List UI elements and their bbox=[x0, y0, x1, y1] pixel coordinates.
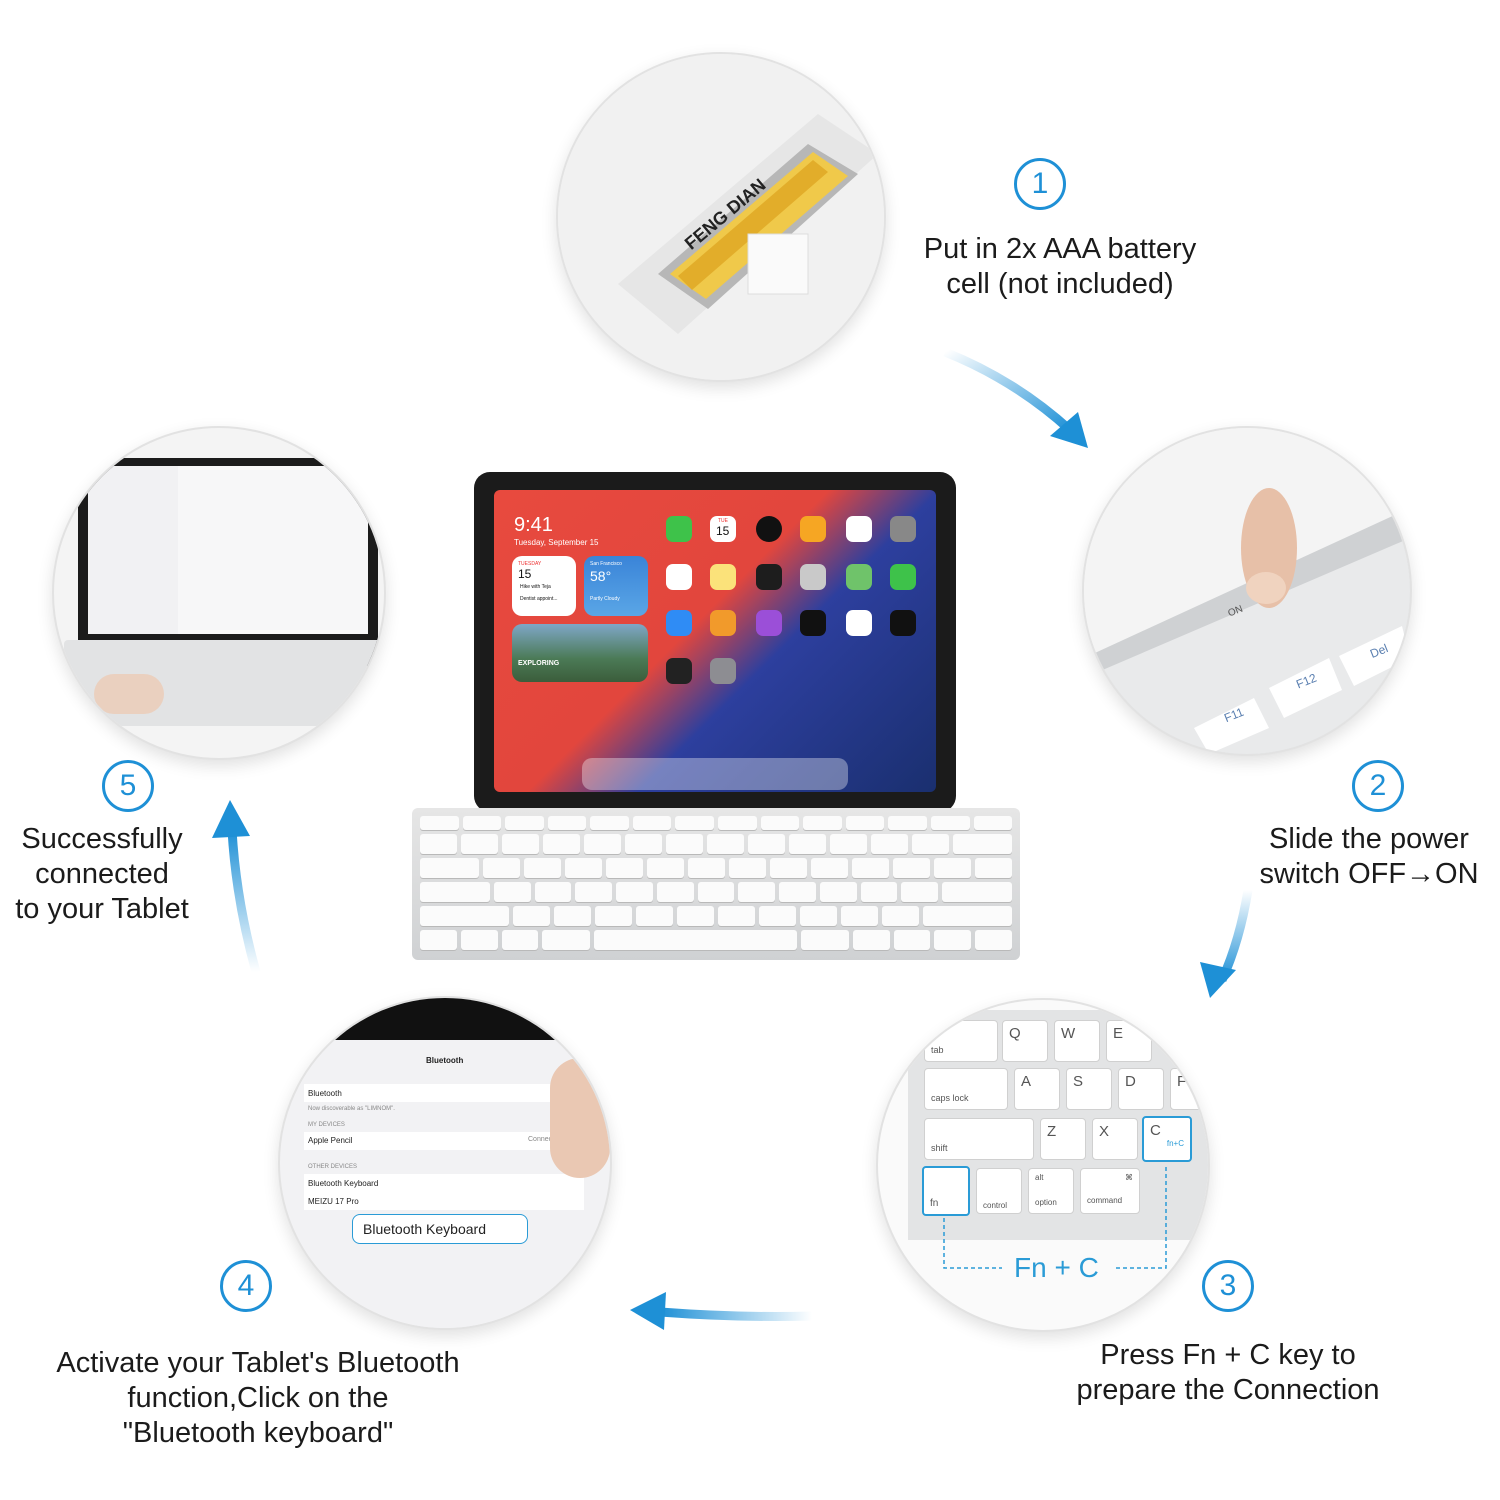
podcasts-icon[interactable] bbox=[756, 610, 782, 636]
bluetooth-title: Bluetooth bbox=[426, 1056, 464, 1065]
news-icon[interactable] bbox=[846, 610, 872, 636]
tablet-bezel-top bbox=[280, 998, 610, 1040]
bluetooth-row bbox=[304, 1084, 584, 1102]
other-devices-list bbox=[304, 1174, 584, 1210]
mini-settings-sidebar bbox=[88, 466, 178, 634]
weather-widget: San Francisco 58° Partly Cloudy bbox=[584, 556, 648, 616]
option-key: alt option bbox=[1028, 1168, 1074, 1214]
step-4-text: Activate your Tablet's Bluetooth functio… bbox=[56, 1347, 460, 1449]
command-key: ⌘ command bbox=[1080, 1168, 1140, 1214]
other-devices-header: OTHER DEVICES bbox=[308, 1164, 358, 1170]
step-2-badge: 2 bbox=[1352, 760, 1404, 812]
arrow-2-to-3 bbox=[1217, 889, 1253, 982]
voice-memos-icon[interactable] bbox=[756, 564, 782, 590]
step-5-badge: 5 bbox=[102, 760, 154, 812]
d-key: D bbox=[1118, 1068, 1164, 1110]
photos-widget: EXPLORING bbox=[512, 624, 648, 682]
settings-icon[interactable] bbox=[710, 658, 736, 684]
step-2-text: Slide the power switch OFF→ON bbox=[1259, 823, 1479, 890]
books-icon[interactable] bbox=[710, 610, 736, 636]
reminders-icon[interactable] bbox=[666, 564, 692, 590]
s-key: S bbox=[1066, 1068, 1112, 1110]
device-bluetooth-keyboard[interactable]: Bluetooth Keyboard bbox=[308, 1179, 379, 1188]
notes-icon[interactable] bbox=[710, 564, 736, 590]
battery-compartment: FENG DIAN bbox=[558, 54, 884, 380]
calendar-widget: TUESDAY 15 Hike with Teja Dentist appoin… bbox=[512, 556, 576, 616]
f-key: F bbox=[1170, 1068, 1208, 1110]
arrow-3-to-4 bbox=[659, 1307, 813, 1321]
center-keyboard bbox=[412, 808, 1020, 960]
fn-c-circle: tab Q W E caps lock A S D F shift Z X C … bbox=[876, 998, 1210, 1332]
device-meizu[interactable]: MEIZU 17 Pro bbox=[308, 1197, 359, 1206]
finger bbox=[550, 1058, 610, 1178]
camera-icon[interactable] bbox=[890, 516, 916, 542]
stocks-icon[interactable] bbox=[890, 610, 916, 636]
tablet-home-screen: 9:41 Tuesday, September 15 TUESDAY 15 Hi… bbox=[494, 490, 936, 792]
apple-pencil-label: Apple Pencil bbox=[308, 1136, 353, 1145]
connected-status: Connected bbox=[528, 1136, 562, 1143]
q-key: Q bbox=[1002, 1020, 1048, 1062]
bluetooth-settings-circle: Bluetooth Bluetooth Now discoverable as … bbox=[278, 996, 612, 1330]
x-key: X bbox=[1092, 1118, 1138, 1160]
facetime-icon[interactable] bbox=[666, 516, 692, 542]
step-4-badge: 4 bbox=[220, 1260, 272, 1312]
tablet-time: 9:41 bbox=[514, 514, 553, 536]
control-key: control bbox=[976, 1168, 1022, 1214]
arrow-1-to-2 bbox=[943, 347, 1074, 434]
z-key: Z bbox=[1040, 1118, 1086, 1160]
my-devices-header: MY DEVICES bbox=[308, 1122, 345, 1128]
mini-settings-detail bbox=[178, 466, 368, 634]
hand bbox=[94, 674, 164, 714]
maps-icon[interactable] bbox=[846, 564, 872, 590]
caps-lock-key: caps lock bbox=[924, 1068, 1008, 1110]
keyboard-edge-illustration bbox=[1084, 428, 1410, 754]
fn-c-connector bbox=[943, 1164, 1167, 1269]
step-1-text: Put in 2x AAA battery cell (not included… bbox=[923, 233, 1197, 300]
battery-circle: FENG DIAN bbox=[556, 52, 886, 382]
mini-tablet bbox=[78, 458, 378, 666]
center-tablet: 9:41 Tuesday, September 15 TUESDAY 15 Hi… bbox=[474, 472, 956, 812]
tv-icon[interactable] bbox=[800, 610, 826, 636]
power-switch-circle: ON F11 F12 Del bbox=[1082, 426, 1412, 756]
step-1-badge: 1 bbox=[1014, 158, 1066, 210]
bluetooth-label: Bluetooth bbox=[308, 1089, 342, 1098]
battery-illustration bbox=[618, 114, 878, 334]
tab-key: tab bbox=[924, 1020, 998, 1062]
discoverable-text: Now discoverable as "LIMNOM". bbox=[308, 1106, 395, 1112]
measure-icon[interactable] bbox=[666, 658, 692, 684]
step-5-text: Successfully connected to your Tablet bbox=[15, 823, 189, 925]
app-store-icon[interactable] bbox=[666, 610, 692, 636]
arrow-4-to-5 bbox=[227, 829, 261, 974]
connected-circle bbox=[52, 426, 386, 760]
a-key: A bbox=[1014, 1068, 1060, 1110]
fn-key: fn bbox=[922, 1166, 970, 1216]
apple-pencil-row[interactable] bbox=[304, 1132, 584, 1150]
clock-icon[interactable] bbox=[756, 516, 782, 542]
dock bbox=[582, 758, 848, 790]
step-3-badge: 3 bbox=[1202, 1260, 1254, 1312]
photos-icon[interactable] bbox=[846, 516, 872, 542]
contacts-icon[interactable] bbox=[800, 564, 826, 590]
calendar-icon[interactable]: TUE 15 bbox=[710, 516, 736, 542]
find-my-icon[interactable] bbox=[890, 564, 916, 590]
e-key: E bbox=[1106, 1020, 1152, 1062]
bluetooth-keyboard-callout[interactable]: Bluetooth Keyboard bbox=[352, 1214, 528, 1244]
shift-key: shift bbox=[924, 1118, 1034, 1160]
tablet-date: Tuesday, September 15 bbox=[514, 538, 599, 547]
home-icon[interactable] bbox=[800, 516, 826, 542]
c-key: C fn+C bbox=[1142, 1116, 1192, 1162]
step-3-text: Press Fn + C key to prepare the Connecti… bbox=[1076, 1339, 1380, 1406]
fn-c-combo-label: Fn + C bbox=[1014, 1252, 1099, 1283]
w-key: W bbox=[1054, 1020, 1100, 1062]
